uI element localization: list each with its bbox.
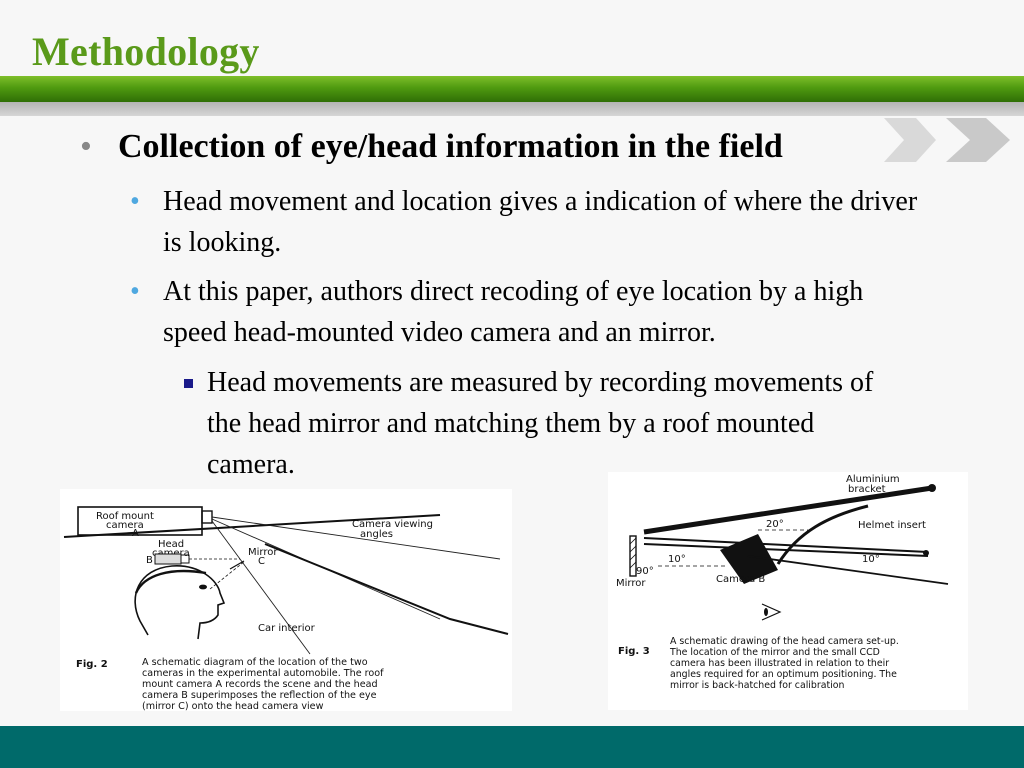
figure-2: Roof mount camera A Camera viewing angle…: [60, 489, 512, 711]
fig3-caption-line: A schematic drawing of the head camera s…: [670, 636, 899, 647]
fig2-roof-label-2: camera: [106, 520, 144, 531]
header-green-band: [0, 76, 1024, 102]
sub-bullet-1-text: Head movement and location gives a indic…: [163, 186, 918, 258]
mirror-hatched: [629, 535, 637, 577]
bullet-dot-icon: •: [130, 186, 140, 217]
fig3-camera-b-label: Camera B: [716, 574, 765, 585]
fig2-b-label: B: [146, 555, 153, 566]
fig2-caption-line: (mirror C) onto the head camera view: [142, 701, 324, 711]
main-bullet-text: Collection of eye/head information in th…: [118, 128, 783, 165]
fig3-caption-line: angles required for an optimum positioni…: [670, 669, 897, 680]
fig2-mirror-c-label: C: [258, 556, 265, 567]
camera-b-block: [720, 534, 778, 584]
bullet-dot-icon: •: [130, 276, 140, 307]
fig3-mirror-label: Mirror: [616, 578, 646, 589]
fig2-roof-label: Roof mount: [96, 511, 154, 522]
head-outline: [134, 565, 226, 640]
fig2-caption-line: cameras in the experimental automobile. …: [142, 668, 384, 679]
fig3-angle-10a: 10°: [668, 554, 686, 565]
sub-sub-bullet-1-text: Head movements are measured by recording…: [207, 367, 874, 480]
fig3-caption-line: camera has been illustrated in relation …: [670, 658, 889, 669]
fig2-interior-label: Car interior: [258, 623, 316, 634]
fig2-number: Fig. 2: [76, 659, 108, 670]
fig3-number: Fig. 3: [618, 646, 650, 657]
fig3-helmet-label: Helmet insert: [858, 520, 926, 531]
fig3-aluminium-label: Aluminium: [846, 474, 900, 485]
fig3-angle-20: 20°: [766, 519, 784, 530]
fig2-viewing-label-2: angles: [360, 529, 393, 540]
header-gray-band: [0, 102, 1024, 116]
slide-title: Methodology: [32, 29, 260, 74]
chevron-arrows-icon: [884, 118, 1010, 162]
fig2-caption-line: A schematic diagram of the location of t…: [142, 657, 368, 668]
fig2-head-camera-label: Head: [158, 539, 184, 550]
bullet-dot-icon: •: [80, 128, 92, 165]
fig3-angle-10b: 10°: [862, 554, 880, 565]
square-bullet-icon: [184, 379, 193, 388]
fig2-caption-line: mount camera A records the scene and the…: [142, 679, 378, 690]
footer-band: [0, 726, 1024, 768]
fig2-caption-line: camera B superimposes the reflection of …: [142, 690, 377, 701]
fig2-mirror-label: Mirror: [248, 547, 278, 558]
fig3-bracket-label: bracket: [848, 484, 886, 495]
fig2-viewing-label: Camera viewing: [352, 519, 433, 530]
figure-3: Aluminium bracket 20° Helmet insert 10° …: [608, 472, 968, 710]
fig3-angle-90: 90°: [636, 566, 654, 577]
fig3-caption-line: mirror is back-hatched for calibration: [670, 680, 844, 691]
sub-bullet-2-text: At this paper, authors direct recoding o…: [163, 276, 864, 348]
fig3-caption-line: The location of the mirror and the small…: [669, 647, 880, 658]
